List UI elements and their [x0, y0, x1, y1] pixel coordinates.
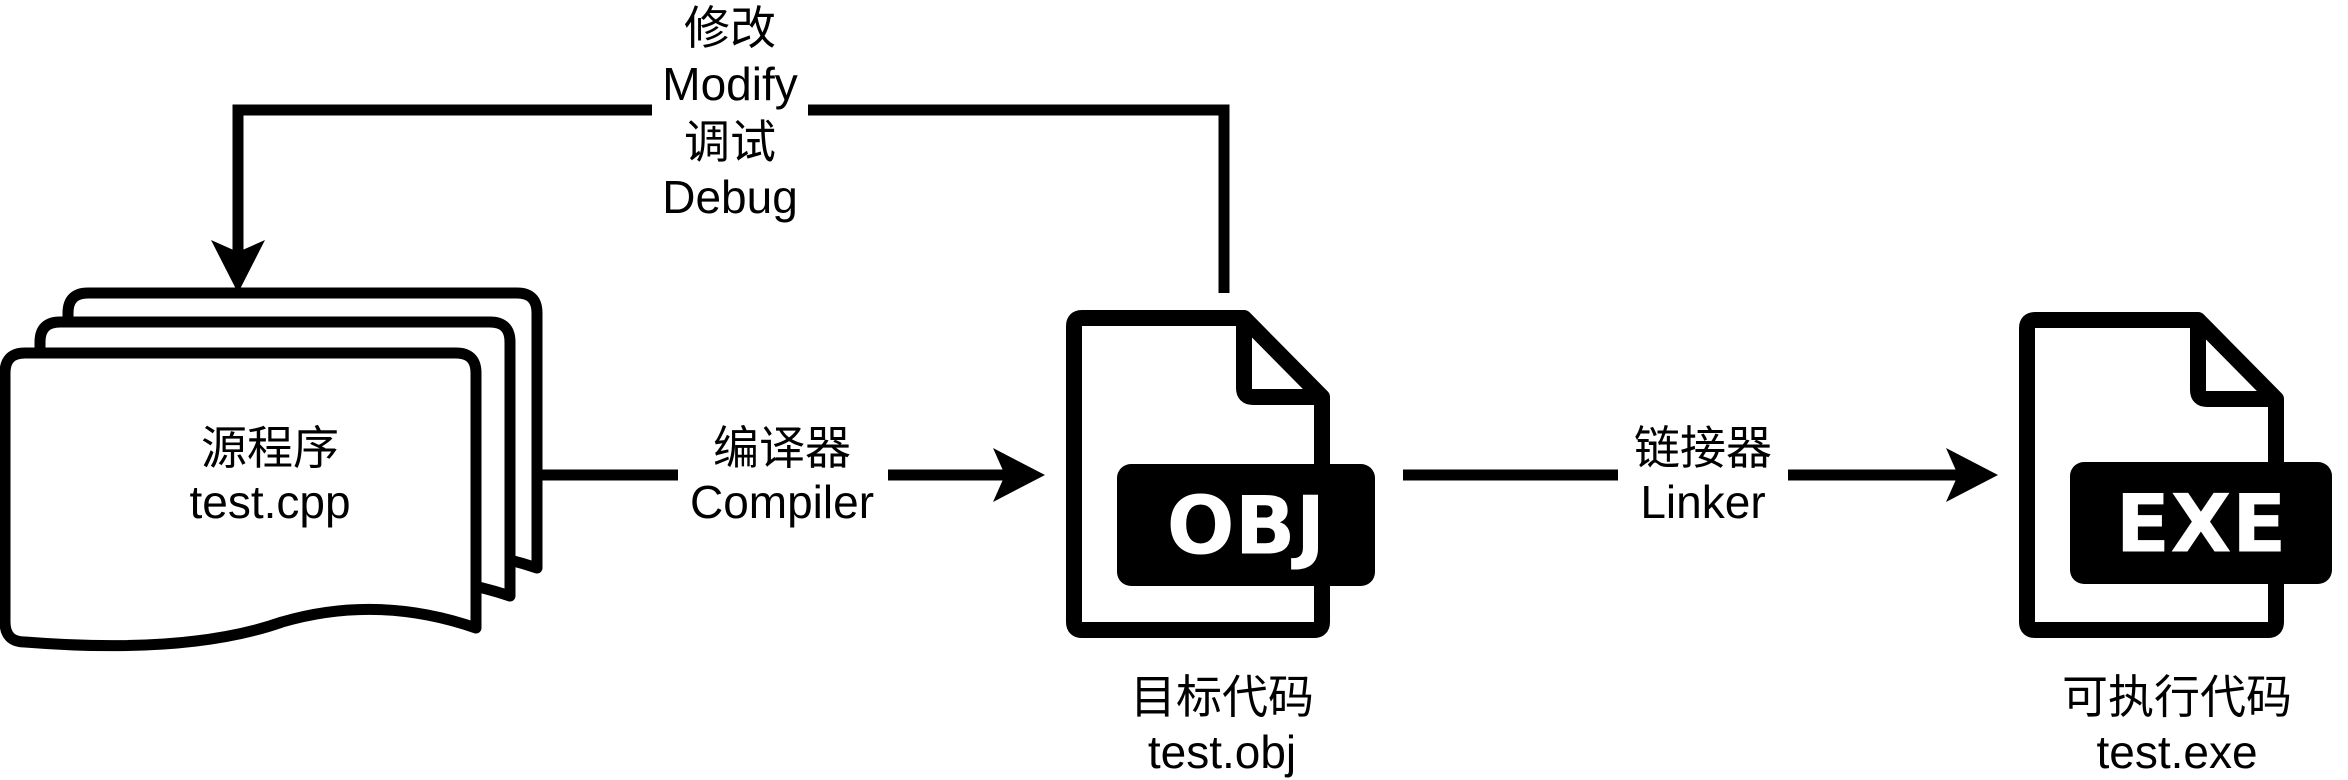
source-label-file: test.cpp: [189, 476, 350, 528]
source-label-name: 源程序: [201, 422, 339, 474]
feedback-label-debug-en: Debug: [662, 171, 798, 223]
feedback-label-modify-cn: 修改: [684, 2, 776, 54]
object-file-fold: [1236, 318, 1322, 405]
link-arrow-head: [1946, 448, 1998, 502]
source-document-front: [0, 347, 482, 652]
executable-file-icon: EXE: [2019, 312, 2332, 638]
compile-label-backdrop: [678, 418, 888, 532]
object-label-file: test.obj: [1148, 726, 1296, 778]
compile-arrow-head: [993, 448, 1045, 502]
object-file-icon: OBJ: [1066, 310, 1375, 638]
executable-label-name: 可执行代码: [2062, 671, 2292, 723]
executable-file-badge-text: EXE: [2116, 478, 2287, 571]
object-file-badge-text: OBJ: [1167, 480, 1326, 573]
executable-label-file: test.exe: [2096, 726, 2257, 778]
executable-file-badge: [2070, 462, 2332, 584]
feedback-label-debug-cn: 调试: [684, 116, 776, 168]
executable-file-fold: [2190, 320, 2276, 407]
link-label-backdrop: [1618, 418, 1788, 532]
compile-label-cn: 编译器: [713, 422, 851, 474]
link-label-cn: 链接器: [1634, 422, 1772, 474]
compile-label-en: Compiler: [690, 476, 874, 528]
source-document-stack: [0, 287, 543, 652]
object-label-name: 目标代码: [1130, 671, 1314, 723]
feedback-label-modify-en: Modify: [662, 58, 797, 110]
link-label-en: Linker: [1640, 476, 1765, 528]
feedback-arrow-head: [211, 240, 265, 293]
object-file-badge: [1117, 464, 1375, 586]
feedback-label-backdrop: [652, 0, 808, 226]
